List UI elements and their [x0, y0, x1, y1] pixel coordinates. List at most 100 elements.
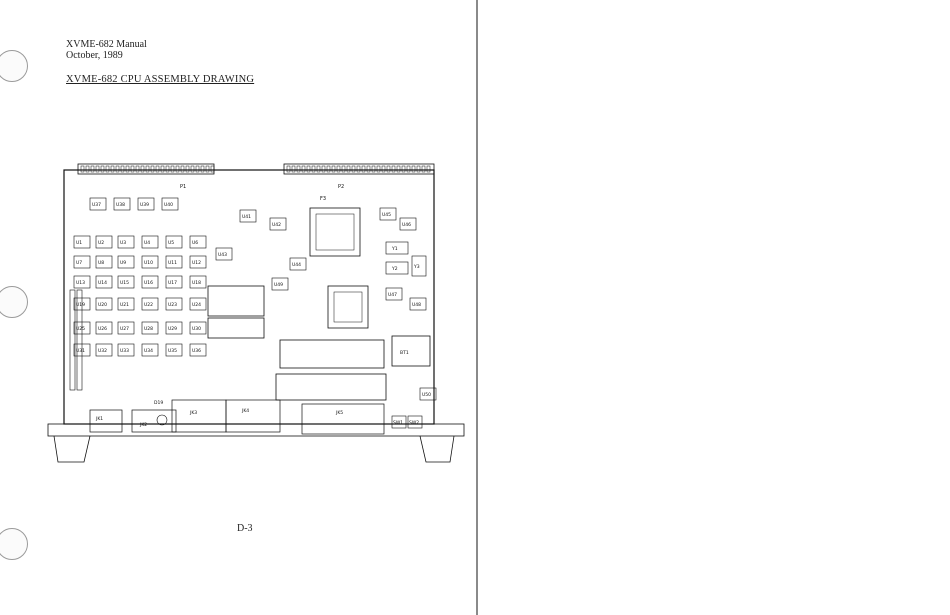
chip: U26 — [95, 321, 113, 335]
board-outline — [63, 169, 435, 425]
chip: U48 — [409, 297, 427, 311]
crystal-y2 — [385, 261, 409, 275]
chip: U23 — [165, 297, 183, 311]
chip-label: U49 — [274, 282, 283, 288]
chip-label: U34 — [144, 348, 153, 354]
chip-label: U50 — [422, 392, 431, 398]
side-header — [69, 289, 76, 391]
chip-label: U35 — [168, 348, 177, 354]
chip: U49 — [271, 277, 289, 291]
chip-label: U25 — [76, 326, 85, 332]
chip: U35 — [165, 343, 183, 357]
connector-p1: P1 — [77, 163, 215, 190]
battery-bt1 — [391, 335, 431, 367]
chip: U6 — [189, 235, 207, 249]
crystal-y2-label: Y2 — [391, 266, 398, 272]
sw1-label: SW1 — [393, 420, 403, 426]
chip: U47 — [385, 287, 403, 301]
chip-label: U2 — [98, 240, 104, 246]
chip: U27 — [117, 321, 135, 335]
chip: U16 — [141, 275, 159, 289]
chip-label: U16 — [144, 280, 153, 286]
chip: U5 — [165, 235, 183, 249]
chip: U2 — [95, 235, 113, 249]
chip-label: U39 — [140, 202, 149, 208]
manual-page: XVME-682 Manual October, 1989 XVME-682 C… — [0, 0, 478, 615]
chip: U8 — [95, 255, 113, 269]
gate-array — [279, 339, 385, 369]
chip: U46 — [399, 217, 417, 231]
cpu-package — [309, 207, 361, 257]
chip: U44 — [289, 257, 307, 271]
f3-label: F3 — [320, 196, 326, 202]
front-jacks: JK1 JK2 JK3 JK4 JK5 SW1 SW2 D19 — [89, 399, 423, 435]
punch-hole — [0, 528, 28, 560]
chip: U15 — [117, 275, 135, 289]
chip: U24 — [189, 297, 207, 311]
page-number: D-3 — [237, 523, 253, 534]
chip-label: U27 — [120, 326, 129, 332]
connector-p2: P2 — [283, 163, 435, 190]
chip-label: U10 — [144, 260, 153, 266]
chip-label: U26 — [98, 326, 107, 332]
chip-label: U19 — [76, 302, 85, 308]
punch-hole — [0, 50, 28, 82]
chip-label: U12 — [192, 260, 201, 266]
p2-label: P2 — [338, 184, 344, 190]
chip-label: U3 — [120, 240, 126, 246]
gate-array — [275, 373, 387, 401]
chip: U30 — [189, 321, 207, 335]
chip: U7 — [73, 255, 91, 269]
chip-label: U20 — [98, 302, 107, 308]
chip-label: U31 — [76, 348, 85, 354]
blank-right-page — [478, 0, 950, 615]
chip-label: U6 — [192, 240, 198, 246]
page-title: XVME-682 CPU ASSEMBLY DRAWING — [66, 74, 255, 85]
chip-label: U8 — [98, 260, 104, 266]
chip-label: U5 — [168, 240, 174, 246]
chip: U42 — [269, 217, 287, 231]
chip: U43 — [215, 247, 233, 261]
chip: U41 — [239, 209, 257, 223]
coprocessor-package — [327, 285, 369, 329]
ejector-left — [53, 435, 91, 463]
chip: U29 — [165, 321, 183, 335]
chip: U3 — [117, 235, 135, 249]
chip: U50 — [419, 387, 437, 401]
chip: U34 — [141, 343, 159, 357]
crystal-y3 — [411, 255, 427, 277]
chip-label: U21 — [120, 302, 129, 308]
chip: U13 — [73, 275, 91, 289]
chip-label: U48 — [412, 302, 421, 308]
chip-label: U11 — [168, 260, 177, 266]
chip: U36 — [189, 343, 207, 357]
jk5-label: JK5 — [335, 410, 343, 416]
chip-label: U41 — [242, 214, 251, 220]
manual-date: October, 1989 — [66, 50, 123, 61]
jk1-label: JK1 — [95, 416, 103, 422]
chip-label: U40 — [164, 202, 173, 208]
chip-label: U15 — [120, 280, 129, 286]
chip-label: U4 — [144, 240, 150, 246]
chip: U21 — [117, 297, 135, 311]
chip: U14 — [95, 275, 113, 289]
chip-label: U37 — [92, 202, 101, 208]
chip: U17 — [165, 275, 183, 289]
memory-block — [207, 317, 265, 339]
chip-label: U30 — [192, 326, 201, 332]
chip-label: U33 — [120, 348, 129, 354]
chip-label: U44 — [292, 262, 301, 268]
chip: U45 — [379, 207, 397, 221]
chip: U32 — [95, 343, 113, 357]
battery-label: BT1 — [400, 350, 409, 356]
crystal-y1 — [385, 241, 409, 255]
chip-label: U29 — [168, 326, 177, 332]
chip-label: U24 — [192, 302, 201, 308]
chip-label: U13 — [76, 280, 85, 286]
crystal-y3-label: Y3 — [413, 264, 420, 270]
chip: U33 — [117, 343, 135, 357]
chip: U18 — [189, 275, 207, 289]
chip: U10 — [141, 255, 159, 269]
chip-label: U18 — [192, 280, 201, 286]
